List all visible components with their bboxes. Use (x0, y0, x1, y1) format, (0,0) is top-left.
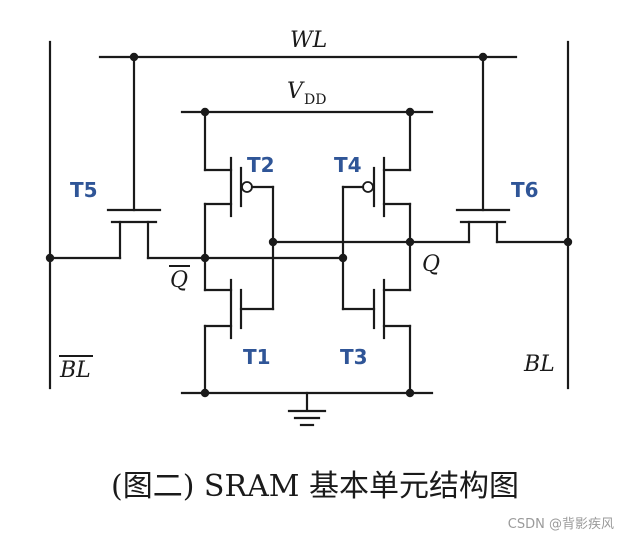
t4-label: T4 (334, 153, 362, 177)
t5-transistor (106, 208, 162, 260)
wordline-label: WL (290, 28, 327, 53)
ground-icon (287, 409, 327, 427)
t6-transistor (455, 208, 511, 244)
t1-label: T1 (243, 345, 271, 369)
t3-label: T3 (340, 345, 368, 369)
junction-dots (45, 52, 573, 398)
t2-transistor (203, 110, 275, 218)
t1-transistor (203, 278, 275, 340)
watermark: CSDN @背影疾风 (508, 517, 614, 532)
bl-bar-label: BL (59, 358, 91, 383)
caption: (图二) SRAM 基本单元结构图 (111, 469, 519, 504)
q-bar-label: Q (170, 268, 188, 293)
t4-transistor (341, 110, 412, 218)
t5-label: T5 (70, 178, 98, 202)
t2-label: T2 (247, 153, 275, 177)
t6-label: T6 (511, 178, 539, 202)
vdd-label: V (287, 79, 305, 104)
t3-transistor (341, 278, 412, 340)
bl-label: BL (523, 352, 555, 377)
q-label: Q (422, 252, 440, 277)
vdd-subscript: DD (304, 92, 326, 108)
